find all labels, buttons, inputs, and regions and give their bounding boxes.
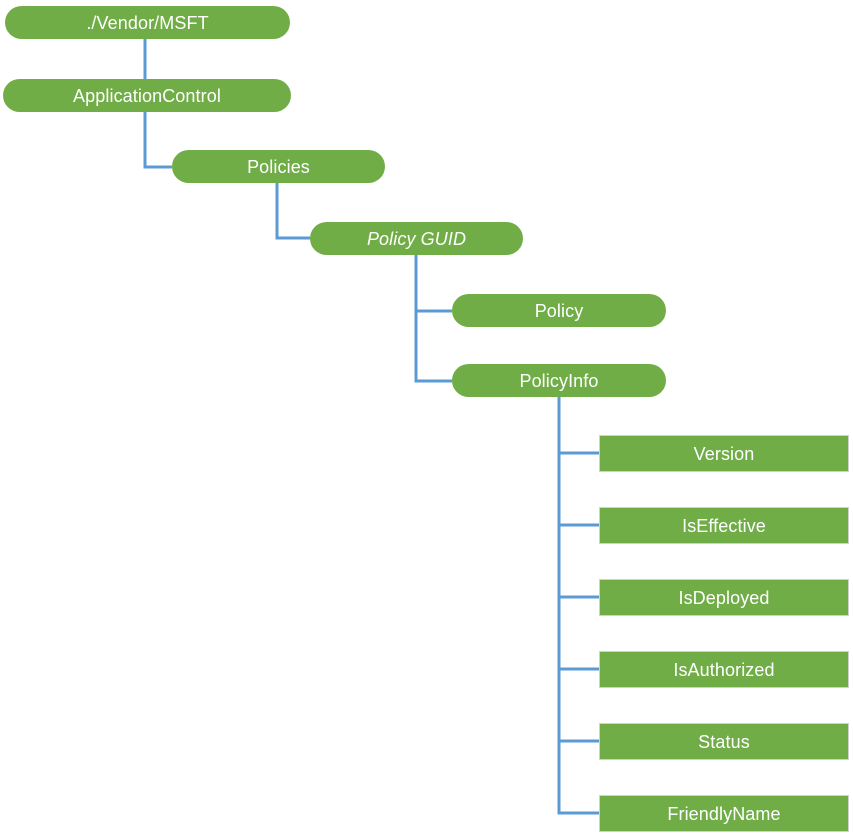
node-label-vendor-msft: ./Vendor/MSFT: [86, 12, 209, 33]
connector-policies-to-policyguid: [275, 183, 310, 240]
connector-policyinfo-to-version: [557, 397, 599, 455]
node-label-policy: Policy: [534, 300, 584, 321]
node-is-deployed[interactable]: IsDeployed: [599, 579, 849, 616]
node-label-is-deployed: IsDeployed: [678, 587, 770, 608]
node-label-application-control: ApplicationControl: [73, 85, 221, 106]
node-label-policy-guid: Policy GUID: [366, 228, 467, 249]
node-friendly-name[interactable]: FriendlyName: [599, 795, 849, 832]
connector-appcontrol-to-policies: [143, 112, 172, 169]
node-is-effective[interactable]: IsEffective: [599, 507, 849, 544]
connector-policyinfo-to-iseffective: [557, 397, 599, 527]
node-policies[interactable]: Policies: [172, 150, 385, 183]
node-label-is-effective: IsEffective: [682, 515, 766, 536]
node-policy[interactable]: Policy: [452, 294, 666, 327]
node-application-control[interactable]: ApplicationControl: [3, 79, 291, 112]
node-vendor-msft[interactable]: ./Vendor/MSFT: [5, 6, 290, 39]
connector-policyinfo-to-isauthorized: [557, 397, 599, 671]
node-label-version: Version: [693, 443, 755, 464]
node-is-authorized[interactable]: IsAuthorized: [599, 651, 849, 688]
node-version[interactable]: Version: [599, 435, 849, 472]
node-label-friendly-name: FriendlyName: [667, 803, 781, 824]
connector-policyinfo-to-status: [557, 397, 599, 743]
node-status[interactable]: Status: [599, 723, 849, 760]
node-label-status: Status: [698, 731, 750, 752]
node-label-is-authorized: IsAuthorized: [673, 659, 775, 680]
connector-policyguid-to-policyinfo: [414, 255, 452, 383]
connector-policyinfo-to-isdeployed: [557, 397, 599, 599]
connector-policyguid-to-policy: [414, 255, 452, 313]
node-policy-guid[interactable]: Policy GUID: [310, 222, 523, 255]
node-label-policies: Policies: [247, 156, 310, 177]
node-policy-info[interactable]: PolicyInfo: [452, 364, 666, 397]
connector-policyinfo-to-friendlyname: [557, 397, 599, 815]
node-label-policy-info: PolicyInfo: [519, 370, 599, 391]
